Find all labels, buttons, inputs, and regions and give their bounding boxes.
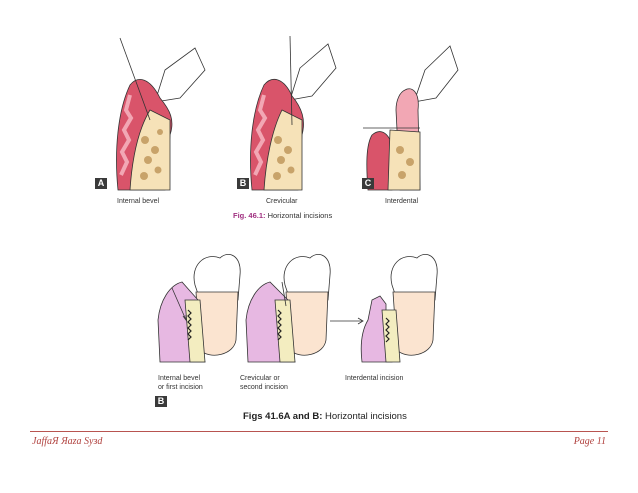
figure-2-caption-prefix: Figs 41.6A and B: <box>243 411 323 422</box>
footer-author: JaffaЯ Яaza Syзd <box>32 436 103 447</box>
figure-2-caption: Figs 41.6A and B: Horizontal incisions <box>243 411 407 422</box>
fig2-label-3-line1: Interdental incision <box>345 375 404 382</box>
fig2-label-crevicular: Crevicular or second incision <box>240 374 288 392</box>
fig2-label-internal-bevel: Internal bevel or first incision <box>158 374 203 392</box>
panel-c-drawing <box>363 45 459 191</box>
footer-divider <box>30 431 608 432</box>
figure-41-6-drawing-1 <box>157 254 241 363</box>
panel-letter-a: A <box>95 178 107 189</box>
panel-label-internal-bevel: Internal bevel <box>117 198 160 205</box>
panel-b-drawing <box>250 35 337 191</box>
fig2-label-2-line1: Crevicular or <box>240 375 280 382</box>
figure-1-caption: Fig. 46.1: Horizontal incisions <box>233 211 332 220</box>
figure-1-caption-prefix: Fig. 46.1: <box>233 211 266 220</box>
fig2-panel-letter-b: B <box>155 396 167 407</box>
panel-label-crevicular: Crevicular <box>266 198 298 205</box>
figure-2-caption-text: Horizontal incisions <box>322 411 407 422</box>
figure-41-6-drawing-2 <box>245 254 331 363</box>
fig2-label-interdental: Interdental incision <box>345 374 403 383</box>
panel-label-interdental: Interdental <box>385 198 419 205</box>
fig2-label-2-line2: second incision <box>240 384 288 391</box>
figure-1-caption-text: Horizontal incisions <box>265 211 333 220</box>
fig2-label-1-line2: or first incision <box>158 384 203 391</box>
footer-page-number: Page 11 <box>573 436 606 447</box>
figure-41-6-drawing-3 <box>330 254 438 363</box>
fig2-label-1-line1: Internal bevel <box>158 375 201 382</box>
panel-letter-b: B <box>237 178 249 189</box>
panel-a-drawing <box>116 37 206 191</box>
panel-letter-c: C <box>362 178 374 189</box>
